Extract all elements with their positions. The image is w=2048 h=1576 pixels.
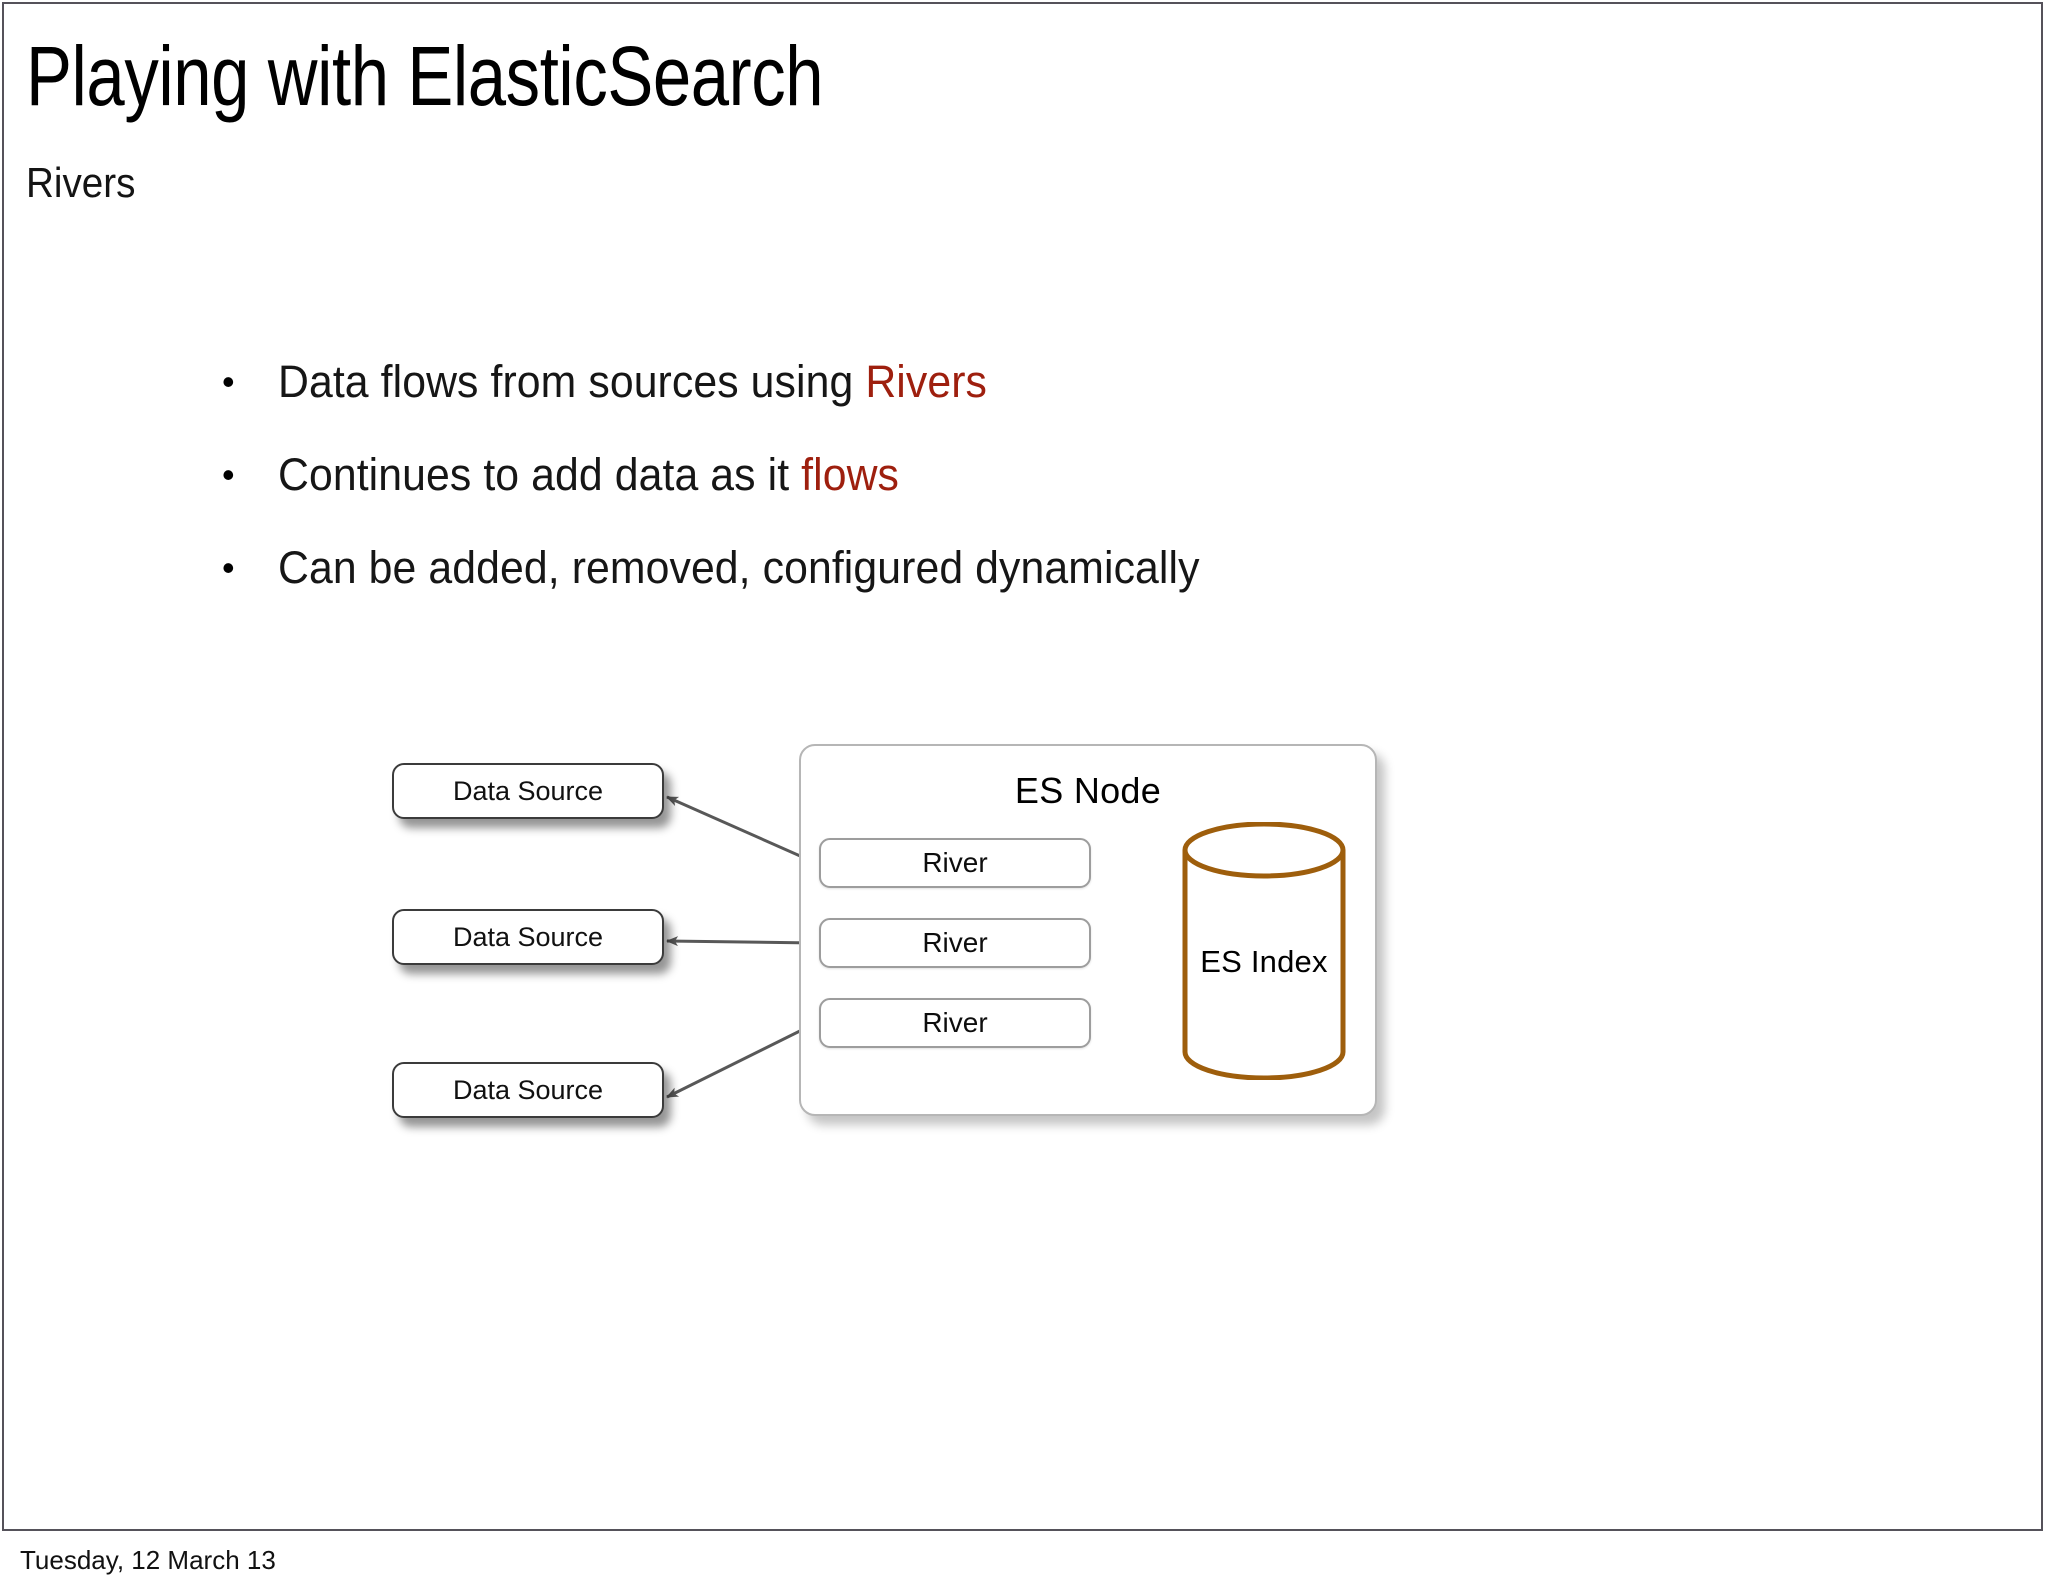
bullet-text-highlight: flows xyxy=(801,449,900,500)
bullet-list: • Data flows from sources using Rivers •… xyxy=(218,356,1718,635)
bullet-text-plain: Continues to add data as it xyxy=(278,449,802,500)
es-index-label: ES Index xyxy=(1200,944,1328,979)
page-subtitle: Rivers xyxy=(26,159,136,206)
bullet-marker-icon: • xyxy=(222,547,235,588)
bullet-text: Data flows from sources using Rivers xyxy=(278,356,987,408)
data-source-box-2[interactable]: Data Source xyxy=(392,909,664,965)
data-source-box-3[interactable]: Data Source xyxy=(392,1062,664,1118)
river-box-1[interactable]: River xyxy=(819,838,1091,888)
slide-canvas: Playing with ElasticSearch Rivers • Data… xyxy=(2,2,2043,1531)
list-item: • Data flows from sources using Rivers xyxy=(218,356,1718,412)
es-index-cylinder-icon[interactable] xyxy=(1182,822,1346,1080)
list-item: • Can be added, removed, configured dyna… xyxy=(218,542,1718,598)
list-item: • Continues to add data as it flows xyxy=(218,449,1718,505)
bullet-text-plain: Can be added, removed, configured dynami… xyxy=(278,542,1200,593)
arrow-datasource2-river2 xyxy=(666,936,817,948)
bullet-text-plain: Data flows from sources using xyxy=(278,356,866,407)
arrow-datasource1-river1 xyxy=(666,795,817,865)
bullet-text-highlight: Rivers xyxy=(865,356,988,407)
arrow-datasource3-river3 xyxy=(666,1021,817,1099)
river-box-3[interactable]: River xyxy=(819,998,1091,1048)
data-source-box-1[interactable]: Data Source xyxy=(392,763,664,819)
es-node-title: ES Node xyxy=(1014,770,1162,811)
bullet-marker-icon: • xyxy=(222,361,235,402)
bullet-marker-icon: • xyxy=(222,454,235,495)
bullet-text: Can be added, removed, configured dynami… xyxy=(278,542,1200,594)
footer-date: Tuesday, 12 March 13 xyxy=(20,1545,276,1575)
rivers-architecture-diagram: ES Node River River River ES Index Data … xyxy=(4,4,2041,1529)
river-box-2[interactable]: River xyxy=(819,918,1091,968)
page-title: Playing with ElasticSearch xyxy=(26,29,824,123)
bullet-text: Continues to add data as it flows xyxy=(278,449,899,501)
